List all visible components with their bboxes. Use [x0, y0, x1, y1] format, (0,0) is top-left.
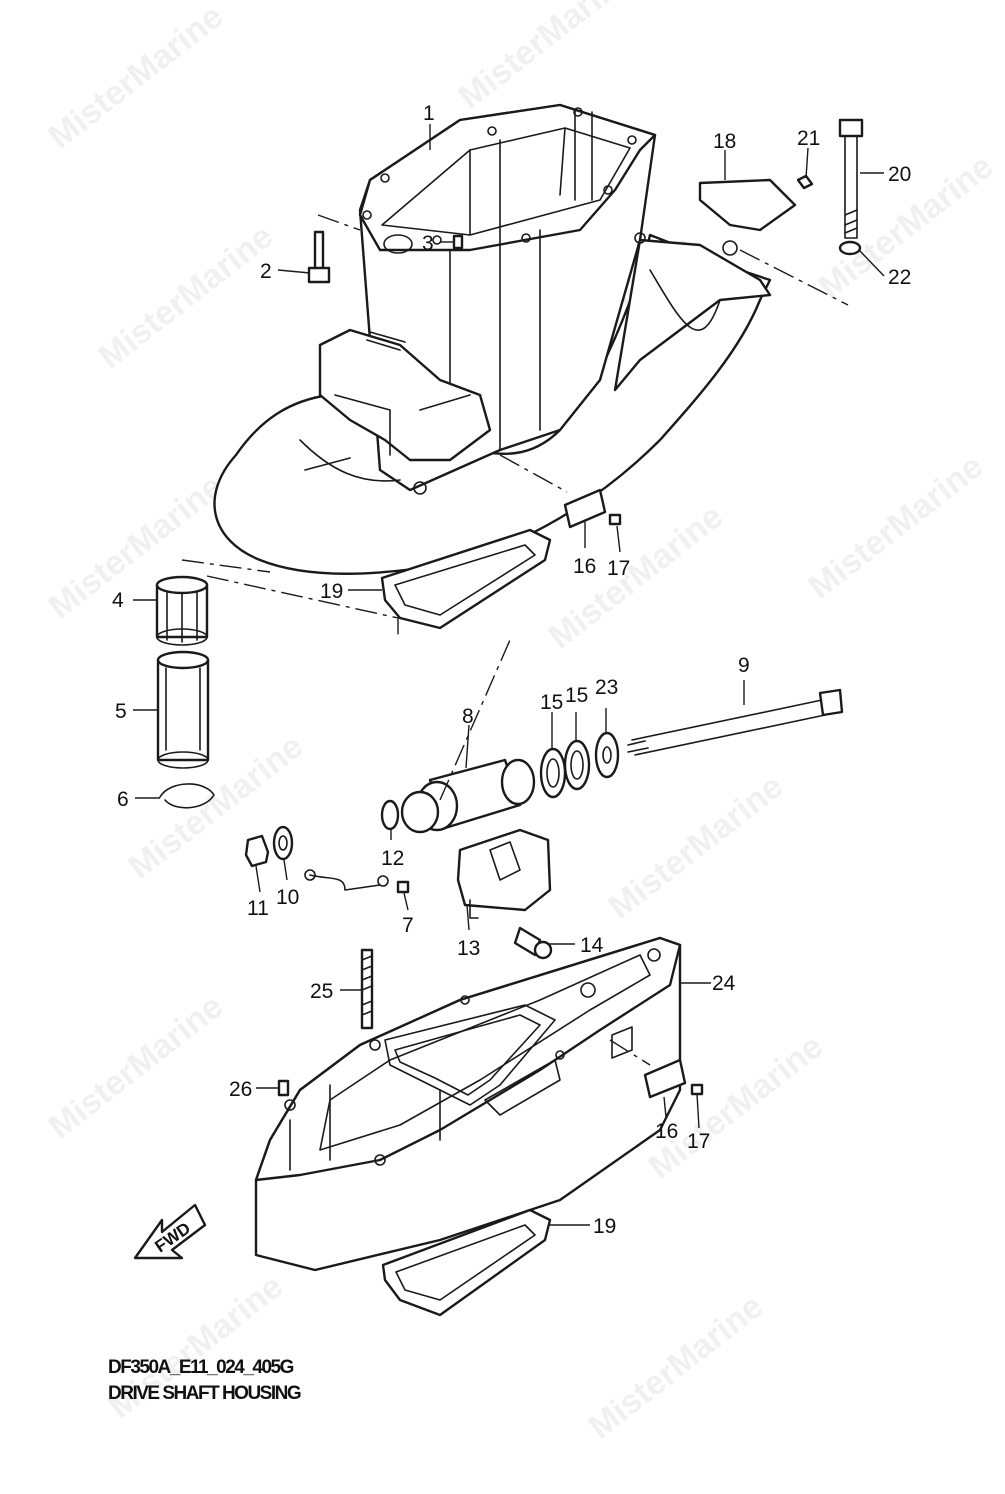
- callout-3: 3: [422, 232, 434, 255]
- callout-6: 6: [117, 788, 129, 811]
- callout-12: 12: [381, 847, 404, 870]
- watermark: MisterMarine: [602, 767, 791, 926]
- mount-8: [400, 758, 536, 834]
- callout-22: 22: [888, 266, 911, 289]
- callout-23: 23: [595, 676, 618, 699]
- callout-15b: 15: [565, 684, 588, 707]
- callout-26: 26: [229, 1078, 252, 1101]
- ground-wire-7: [309, 874, 381, 891]
- callout-7: 7: [402, 914, 414, 937]
- plate-16-lower: [643, 1058, 687, 1099]
- callout-16b: 16: [655, 1120, 678, 1143]
- washer-15a: [539, 747, 567, 799]
- washer-22: [838, 240, 862, 256]
- watermark: MisterMarine: [452, 0, 641, 116]
- watermark: MisterMarine: [582, 1287, 771, 1446]
- rubber-cover-18: [698, 178, 797, 232]
- callout-9: 9: [738, 654, 750, 677]
- washer-12: [380, 799, 400, 831]
- guide-line: [181, 559, 271, 573]
- callout-2: 2: [260, 260, 272, 283]
- callout-11: 11: [247, 897, 269, 920]
- callout-20: 20: [888, 163, 911, 186]
- bolt-14-head: [533, 940, 553, 960]
- callout-1: 1: [423, 102, 435, 125]
- callout-19a: 19: [320, 580, 343, 603]
- plate-16-upper: [563, 488, 607, 529]
- callout-13: 13: [457, 937, 480, 960]
- callout-5: 5: [115, 700, 127, 723]
- washer-10: [272, 825, 294, 861]
- callout-4: 4: [112, 589, 124, 612]
- callout-15a: 15: [540, 691, 563, 714]
- guide-line: [317, 214, 361, 231]
- fwd-arrow: FWD: [133, 1203, 207, 1260]
- bushing-4: [155, 575, 209, 646]
- bolt-20: [838, 118, 864, 239]
- callout-labels: 1 2 3 4 5 6 7 8 9 10 11 12 13 14 15 15 1…: [112, 102, 911, 1238]
- callout-8: 8: [462, 705, 474, 728]
- leader-lines: [133, 124, 885, 1226]
- callout-19b: 19: [593, 1215, 616, 1238]
- guide-line: [206, 575, 399, 636]
- callout-18: 18: [713, 130, 736, 153]
- bolt-14: [513, 926, 542, 957]
- watermark: MisterMarine: [42, 0, 231, 156]
- filter-5: [156, 650, 210, 769]
- drive-shaft-housing-upper: [213, 103, 772, 575]
- pin-3: [452, 234, 464, 250]
- callout-24: 24: [712, 972, 736, 995]
- screw-17-lower: [690, 1083, 704, 1096]
- clamp-13: [456, 828, 552, 919]
- diagram-title: DRIVE SHAFT HOUSING: [108, 1383, 301, 1404]
- screw-7: [396, 880, 410, 894]
- bolt-2-head: [307, 266, 331, 284]
- callout-17b: 17: [687, 1130, 710, 1153]
- callout-10: 10: [276, 886, 299, 909]
- washer-15b: [563, 739, 591, 791]
- bolt-2: [313, 230, 325, 272]
- callout-21: 21: [797, 127, 820, 150]
- dowel-26: [277, 1079, 290, 1097]
- callout-16a: 16: [573, 555, 596, 578]
- nut-11: [244, 834, 270, 868]
- guide-line: [739, 249, 849, 306]
- watermark: MisterMarine: [122, 727, 311, 886]
- screw-17-upper: [608, 513, 622, 526]
- watermark: MisterMarine: [92, 217, 281, 376]
- washer-23: [594, 731, 620, 779]
- diagram-code: DF350A_E11_024_405G: [108, 1357, 294, 1378]
- circlip-6: [159, 783, 215, 809]
- watermark: MisterMarine: [802, 447, 991, 606]
- callout-14: 14: [580, 934, 604, 957]
- guide-line: [499, 454, 568, 493]
- bolt-9: [627, 688, 844, 756]
- seal-ring-19-upper: [380, 528, 552, 630]
- guide-line: [609, 1039, 651, 1066]
- lower-spacer-housing: [254, 936, 682, 1272]
- guide-line: [439, 639, 511, 801]
- seal-ring-19-lower: [381, 1208, 552, 1317]
- callout-17a: 17: [607, 557, 630, 580]
- screw-21: [796, 174, 814, 190]
- callout-25: 25: [310, 980, 333, 1003]
- watermark: MisterMarine: [42, 987, 231, 1146]
